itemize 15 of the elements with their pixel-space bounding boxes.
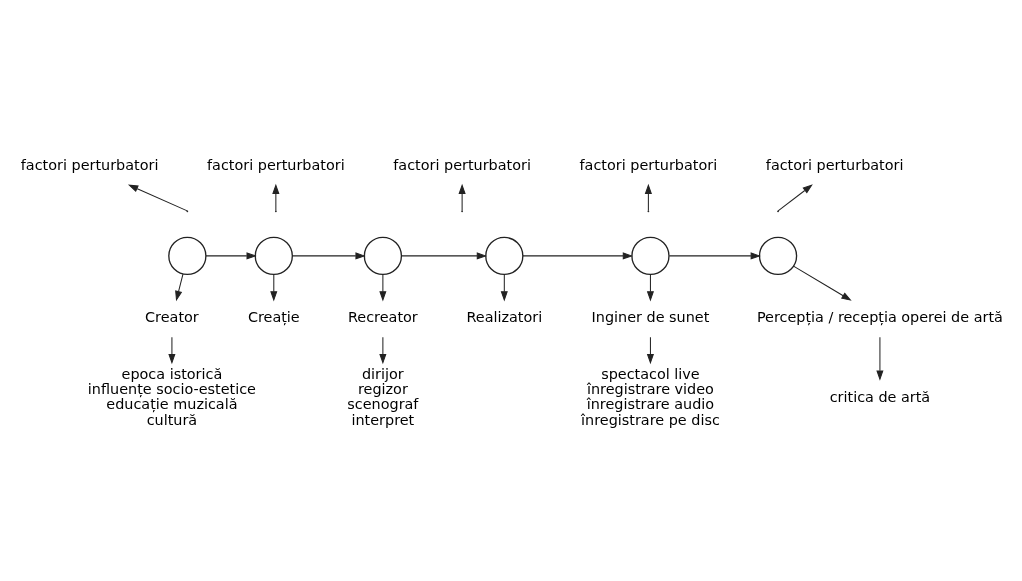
node-text: spectacol live înregistrare video înregistrare audio înregistrare pe disc [581, 365, 720, 428]
node-text: Percepția / recepția operei de artă [756, 309, 1003, 326]
node-text: factori perturbatori [20, 157, 159, 174]
node-text: factori perturbatori [579, 157, 718, 174]
node-text: factori perturbatori [393, 157, 531, 174]
node-text: Inginer de sunet [591, 309, 710, 326]
node-text: factori perturbatori [207, 157, 345, 174]
node-text: epoca istorică influențe socio-estetice educație muzicală cultură [87, 365, 256, 428]
node-text: factori perturbatori [765, 157, 904, 174]
node-text: Creație [247, 309, 300, 326]
node-text: Creator [145, 309, 199, 326]
node-text: dirijor regizor scenograf interpret [347, 365, 419, 428]
node-text: critica de artă [829, 388, 931, 405]
node-text: Recreator [348, 309, 418, 326]
node-text: Realizatori [466, 309, 543, 326]
